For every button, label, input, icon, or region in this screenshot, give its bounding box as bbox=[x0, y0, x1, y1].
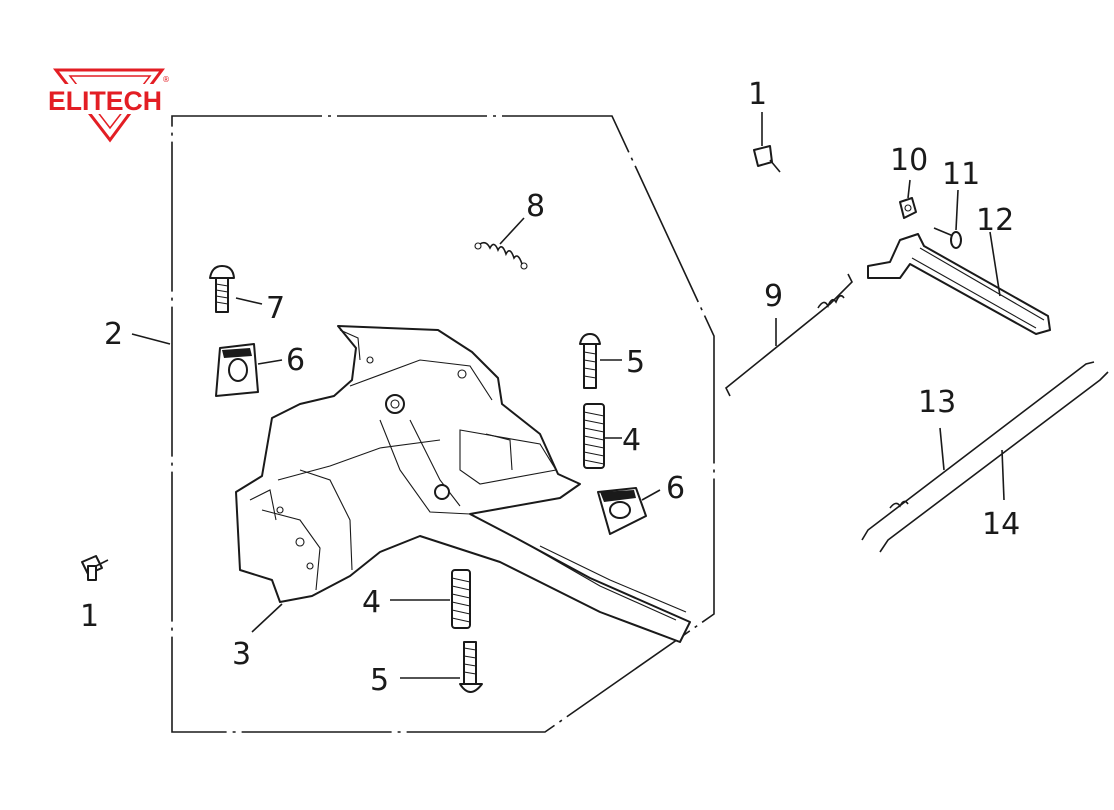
callout-7: 7 bbox=[266, 291, 285, 326]
callout-5-upper: 5 bbox=[626, 345, 645, 380]
callout-6-left: 6 bbox=[286, 343, 305, 378]
callout-5-lower: 5 bbox=[370, 663, 389, 698]
logo-registered-mark: ® bbox=[162, 75, 170, 84]
callout-6-right: 6 bbox=[666, 471, 685, 506]
logo-text: ELITECH bbox=[48, 86, 162, 116]
bolt-part-7 bbox=[209, 265, 263, 313]
bolt-part-5-lower bbox=[400, 641, 483, 693]
logo-text-backing bbox=[46, 84, 164, 114]
rod-part-14 bbox=[879, 371, 1109, 553]
spring-part-8 bbox=[474, 217, 528, 270]
shroud-part-3 bbox=[235, 325, 691, 643]
elitech-logo: ELITECH ® bbox=[46, 68, 170, 143]
callout-14: 14 bbox=[982, 507, 1020, 542]
lever-part-12 bbox=[867, 231, 1051, 335]
spring-part-4-lower bbox=[390, 569, 471, 629]
spring-part-4-upper bbox=[583, 403, 622, 469]
callout-1-right: 1 bbox=[748, 77, 767, 112]
callout-4-upper: 4 bbox=[622, 423, 641, 458]
clip-nut-part-6-left bbox=[215, 343, 283, 397]
bolt-part-5-upper bbox=[579, 333, 622, 389]
callout-9: 9 bbox=[764, 279, 783, 314]
rod-part-9 bbox=[724, 273, 853, 397]
clip-nut-part-6-right bbox=[597, 487, 661, 535]
callout-3: 3 bbox=[232, 637, 251, 672]
screw-part-1-right bbox=[753, 112, 781, 173]
nut-part-10 bbox=[899, 179, 917, 219]
callout-2: 2 bbox=[104, 317, 123, 352]
leader-part-3 bbox=[251, 603, 283, 633]
callout-13: 13 bbox=[918, 385, 956, 420]
cable-part-13 bbox=[861, 361, 1095, 541]
leader-part-2 bbox=[131, 333, 171, 345]
callout-4-lower: 4 bbox=[362, 585, 381, 620]
pin-part-11 bbox=[933, 189, 962, 249]
callout-11: 11 bbox=[942, 157, 980, 192]
assembly-boundary-2 bbox=[171, 115, 715, 733]
screw-part-1-left bbox=[81, 555, 109, 581]
callout-12: 12 bbox=[976, 203, 1014, 238]
callout-8: 8 bbox=[526, 189, 545, 224]
callout-10: 10 bbox=[890, 143, 928, 178]
callout-1-left: 1 bbox=[80, 599, 99, 634]
